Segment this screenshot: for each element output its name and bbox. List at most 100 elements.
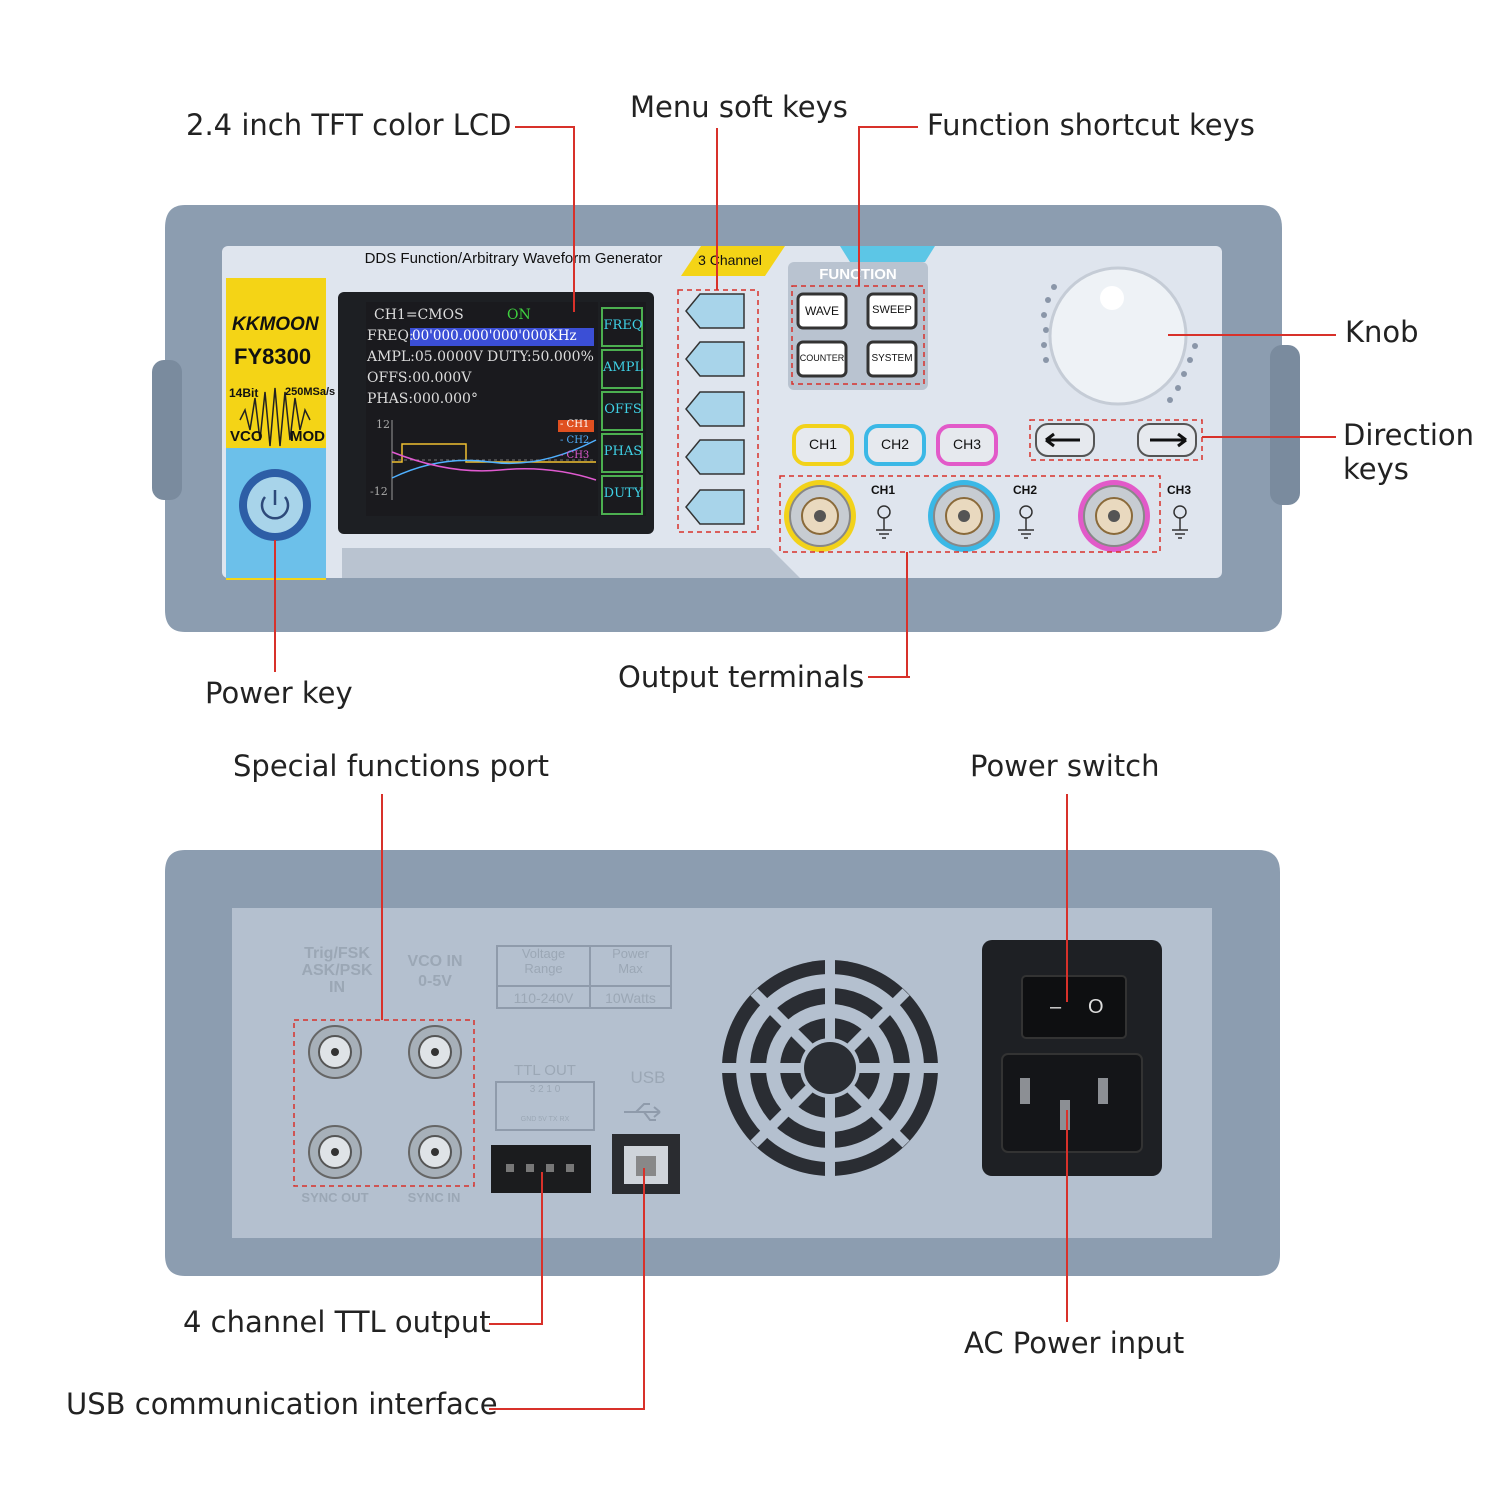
power-max-value: 10Watts [605, 990, 656, 1006]
leader-ac-input [1066, 1110, 1068, 1322]
leader-direction [1202, 436, 1336, 438]
power-max-header: Power Max [612, 946, 649, 976]
lcd-freq-label: FREQ: [367, 328, 414, 344]
sweep-key-label: SWEEP [872, 304, 912, 316]
soft-key-2[interactable] [685, 341, 745, 377]
spec-bits: 14Bit [229, 386, 259, 400]
lcd-menu-ampl: AMPL [603, 360, 644, 375]
ch2-trace [391, 439, 597, 479]
menu-soft-keys [685, 293, 745, 525]
voltage-range-value: 110-240V [513, 990, 574, 1006]
wave-key[interactable] [796, 292, 848, 330]
leader-special-port [381, 794, 383, 1020]
lcd-phas: PHAS:000.000° [367, 391, 478, 407]
soft-key-3[interactable] [685, 391, 745, 427]
lcd-status: CH1=CMOS [374, 307, 464, 323]
lcd-offs: OFFS:00.000V [367, 370, 472, 386]
lcd-menu-freq: FREQ [603, 318, 643, 333]
ch1-key[interactable] [792, 424, 854, 466]
knob-scale [1041, 284, 1198, 403]
vco-in-bnc[interactable] [408, 1025, 462, 1079]
brand-logo: KKMOON [232, 314, 319, 335]
lcd-y-bottom: -12 [370, 485, 388, 498]
leader-output-h [868, 676, 910, 678]
system-key[interactable] [866, 340, 918, 378]
lcd-menu-duty: DUTY [603, 486, 643, 501]
spec-rate: 250MSa/s [285, 386, 336, 398]
header-bar [326, 246, 701, 276]
ch1-key-label: CH1 [808, 436, 837, 452]
leader-menu-keys [716, 128, 718, 290]
lcd-menu-offs: OFFS [604, 402, 642, 417]
callout-power-key: Power key [205, 676, 353, 710]
leader-ttl-v [541, 1172, 543, 1325]
vco-label: VCO [230, 428, 263, 445]
leader-output-v [906, 552, 908, 678]
ch2-key-label: CH2 [880, 436, 909, 452]
ttl-pins: 3 2 1 0 [529, 1084, 561, 1095]
bnc-ch3-label: CH3 [1167, 483, 1192, 497]
soft-key-4[interactable] [685, 439, 745, 475]
ttl-out-label: TTL OUT [514, 1062, 576, 1079]
system-key-label: SYSTEM [871, 353, 913, 364]
leader-lcd-h [515, 126, 575, 128]
leader-power-key [274, 540, 276, 672]
bnc-ch3[interactable] [1078, 480, 1150, 552]
callout-output-terminals: Output terminals [618, 660, 865, 694]
sync-in-bnc[interactable] [408, 1125, 462, 1179]
lcd-ampl: AMPL:05.0000V [367, 349, 483, 365]
switch-off-mark: O [1088, 996, 1104, 1018]
sweep-key[interactable] [866, 292, 918, 330]
lcd-legend-ch1: - CH1 [560, 419, 590, 430]
callout-lcd: 2.4 inch TFT color LCD [186, 108, 512, 142]
bnc-ch1[interactable] [784, 480, 856, 552]
ch3-trace [391, 451, 597, 481]
leader-usb-h [489, 1408, 645, 1410]
leader-usb-v [643, 1168, 645, 1410]
fan-grille [722, 960, 938, 1176]
vco-in-label: VCO IN 0-5V [407, 953, 463, 990]
callout-special-port: Special functions port [233, 749, 549, 783]
sync-in-label: SYNC IN [407, 1190, 461, 1205]
leader-power-switch [1066, 794, 1068, 1002]
knob[interactable] [1048, 266, 1188, 406]
callout-direction-2: keys [1343, 452, 1409, 486]
lcd-legend-ch3: - CH3 [560, 450, 590, 461]
bnc-ch2[interactable] [928, 480, 1000, 552]
callout-ac-input: AC Power input [964, 1326, 1185, 1360]
callout-function-keys: Function shortcut keys [927, 108, 1255, 142]
model-label: FY8300 [234, 344, 312, 369]
counter-key[interactable] [796, 340, 848, 378]
usb-label: USB [630, 1068, 666, 1087]
ttl-pins-sub: GND 5V TX RX [520, 1116, 570, 1123]
counter-key-label: COUNTER [799, 353, 845, 363]
bnc-ch1-label: CH1 [871, 483, 896, 497]
leader-function-v [858, 126, 860, 286]
channels-badge: 3 Channel [698, 252, 762, 268]
header-title: DDS Function/Arbitrary Waveform Generato… [364, 250, 663, 267]
callout-usb: USB communication interface [66, 1387, 498, 1421]
leader-knob [1168, 334, 1336, 336]
ch3-key[interactable] [936, 424, 998, 466]
lcd-freq-value: 00'000.000'000'000KHz [412, 328, 577, 344]
soft-key-5[interactable] [685, 489, 745, 525]
leader-ttl-h [489, 1323, 543, 1325]
callout-ttl-output: 4 channel TTL output [183, 1305, 491, 1339]
trig-in-bnc[interactable] [308, 1025, 362, 1079]
soft-key-1[interactable] [685, 293, 745, 329]
voltage-range-header: Voltage Range [521, 946, 566, 976]
callout-power-switch: Power switch [970, 749, 1160, 783]
bnc-ch2-label: CH2 [1013, 483, 1038, 497]
ch2-key[interactable] [864, 424, 926, 466]
callout-menu-keys: Menu soft keys [630, 90, 848, 124]
power-switch[interactable] [1021, 975, 1127, 1039]
lcd-legend-ch2: - CH2 [560, 435, 590, 446]
lcd-y-top: 12 [376, 418, 390, 431]
wave-key-label: WAVE [804, 304, 839, 318]
lcd-duty: DUTY:50.000% [487, 349, 594, 365]
mod-label: MOD [290, 428, 325, 445]
sync-out-bnc[interactable] [308, 1125, 362, 1179]
callout-direction-1: Direction [1343, 418, 1475, 452]
leader-lcd-v [573, 126, 575, 312]
